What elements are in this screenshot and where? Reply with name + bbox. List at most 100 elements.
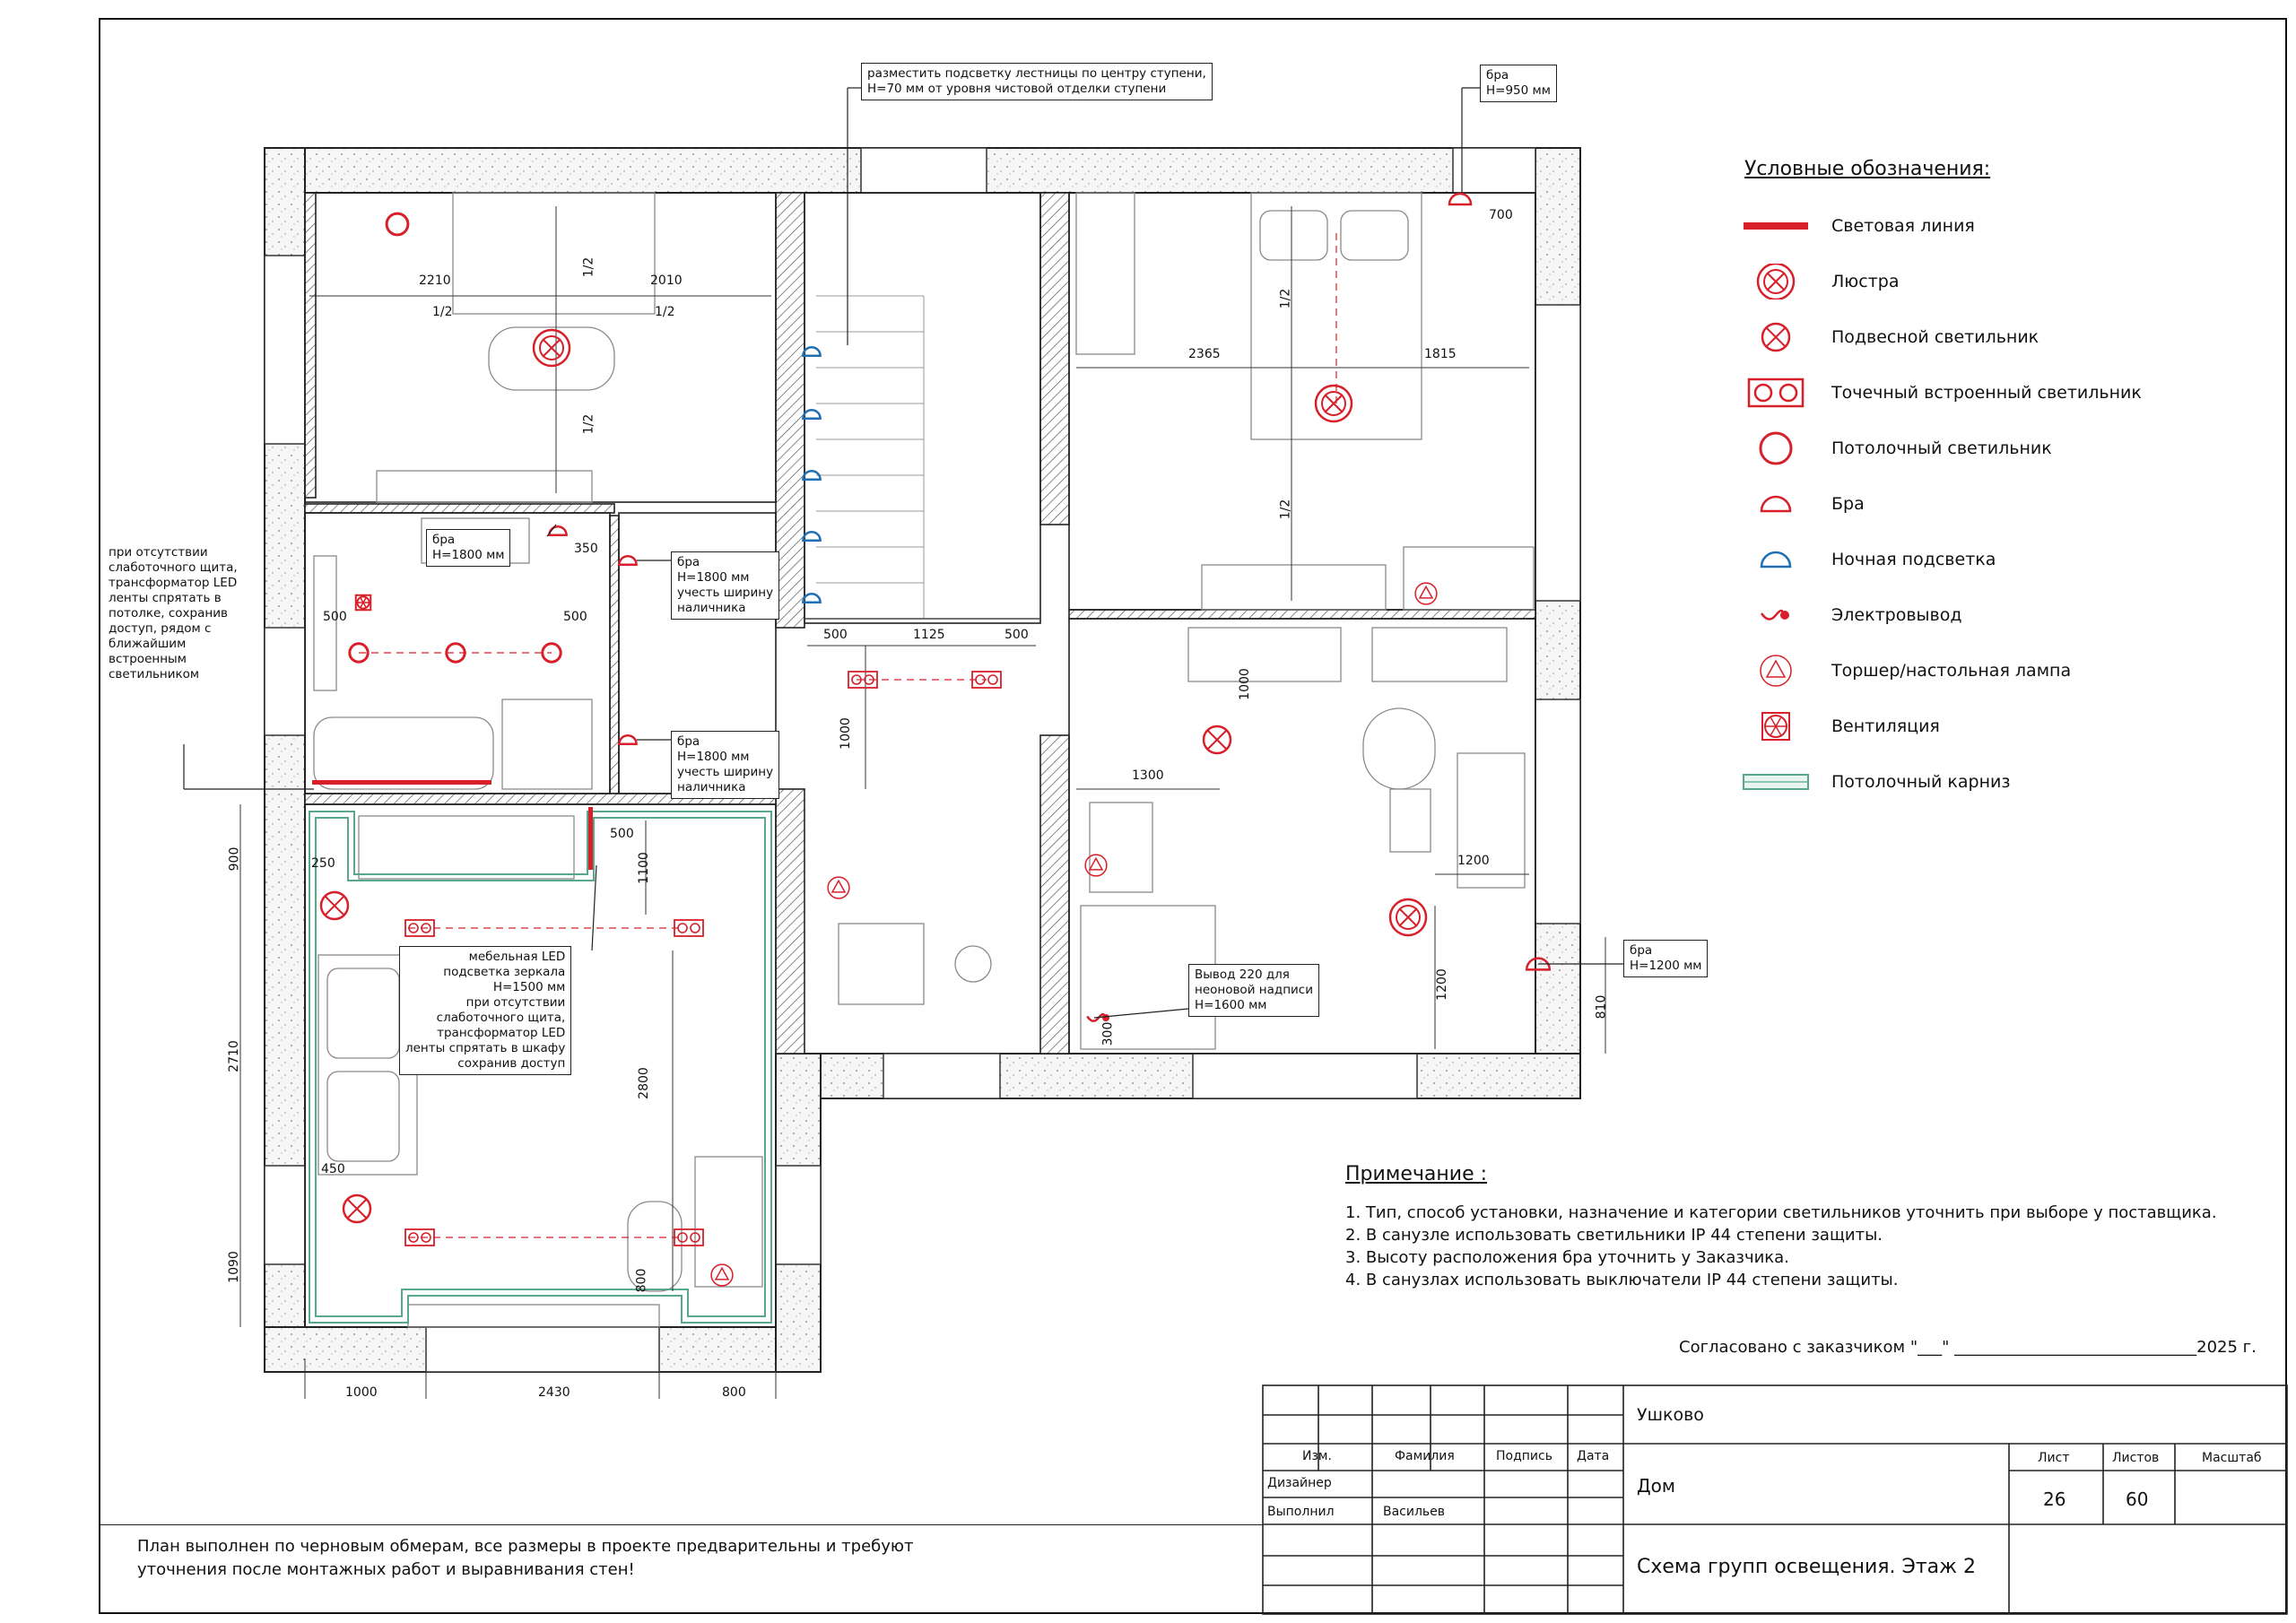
dim-500: 500 xyxy=(563,610,587,624)
chandelier-icon xyxy=(532,328,571,368)
note-item: 3. Высоту расположения бра уточнить у За… xyxy=(1345,1248,1789,1267)
legend-item: Бра xyxy=(1740,486,1865,522)
dim-500: 500 xyxy=(610,827,634,841)
tb-sheet: 26 xyxy=(2043,1488,2066,1510)
dim-700: 700 xyxy=(1489,208,1513,222)
wall-sconce-icon xyxy=(1760,495,1792,513)
agreement-line: Согласовано с заказчиком "___" _________… xyxy=(1679,1338,2257,1357)
recessed-spot-icon xyxy=(1747,378,1805,408)
sheet-frame xyxy=(99,18,2287,1614)
transformer-callout: при отсутствии слаботочного щита, трансф… xyxy=(103,542,243,685)
dim-1000: 1000 xyxy=(1237,668,1252,700)
legend-label: Потолочный светильник xyxy=(1831,438,2052,458)
light-line xyxy=(1744,222,1808,230)
notes-title: Примечание : xyxy=(1345,1163,1488,1185)
note-item: 4. В санузлах использовать выключатели I… xyxy=(1345,1271,1899,1289)
tb-drawing-title: Схема групп освещения. Этаж 2 xyxy=(1637,1556,1976,1578)
furniture xyxy=(313,192,1535,1328)
tb-designer-label: Дизайнер xyxy=(1267,1476,1332,1490)
legend-label: Ночная подсветка xyxy=(1831,550,1996,569)
ceiling-lamp-icon xyxy=(1759,431,1793,465)
dim-800: 800 xyxy=(722,1385,746,1400)
legend-item: Торшер/настольная лампа xyxy=(1740,653,2071,689)
legend-title: Условные обозначения: xyxy=(1744,158,1991,180)
dim-1300: 1300 xyxy=(1132,768,1164,783)
pendant-lamp-icon xyxy=(342,1193,372,1224)
dim-1125: 1125 xyxy=(913,628,945,642)
floor-lamp-icon xyxy=(1760,655,1792,687)
power-outlet-icon xyxy=(1760,609,1789,621)
recessed-spot-small xyxy=(674,919,704,937)
dim-half: 1/2 xyxy=(432,305,453,319)
night-light-icon xyxy=(802,345,822,358)
night-light-icon xyxy=(802,530,822,542)
floor-lamp-icon xyxy=(827,876,850,899)
ceiling-lamp-icon xyxy=(445,642,466,664)
dim-450: 450 xyxy=(321,1162,345,1176)
tb-location: Ушково xyxy=(1637,1405,1704,1425)
legend-label: Световая линия xyxy=(1831,216,1975,236)
ceiling-lamp-icon xyxy=(348,642,370,664)
mirror-led-callout: мебельная LED подсветка зеркала Н=1500 м… xyxy=(399,946,572,1075)
note-item: 2. В санузле использовать светильники IP… xyxy=(1345,1226,1883,1245)
footer-note: План выполнен по черновым обмерам, все р… xyxy=(137,1537,914,1579)
legend-item: Подвесной светильник xyxy=(1740,319,2039,355)
note-item: 1. Тип, способ установки, назначение и к… xyxy=(1345,1203,2217,1222)
dim-250: 250 xyxy=(311,856,335,871)
pendant-lamp-icon xyxy=(319,890,350,921)
wall-sconce-icon xyxy=(618,554,638,567)
dim-2210: 2210 xyxy=(419,273,451,288)
dim-1200: 1200 xyxy=(1434,968,1449,1001)
pendant-lamp-icon xyxy=(1202,725,1232,755)
dim-800: 800 xyxy=(634,1268,649,1293)
neon-output-callout: Вывод 220 для неоновой надписи Н=1600 мм xyxy=(1188,964,1319,1017)
light-fixtures xyxy=(312,192,1552,1287)
floor-lamp-icon xyxy=(710,1263,734,1287)
dim-1000: 1000 xyxy=(345,1385,378,1400)
tb-executed-label: Выполнил xyxy=(1267,1505,1335,1519)
switch-group-lines xyxy=(359,233,1337,1238)
legend-label: Электровывод xyxy=(1831,605,1962,625)
night-light-icon xyxy=(802,408,822,421)
footer-divider xyxy=(99,1524,1263,1525)
legend-label: Бра xyxy=(1831,494,1865,514)
dim-2800: 2800 xyxy=(636,1067,651,1099)
wall-sconce-icon xyxy=(1525,957,1552,971)
floor-lamp-icon xyxy=(1414,582,1438,605)
tb-sheet-label: Лист xyxy=(2038,1451,2070,1465)
legend-item: Потолочный светильник xyxy=(1740,430,2052,466)
tb-sheets-label: Листов xyxy=(2112,1451,2160,1465)
dim-half: 1/2 xyxy=(581,256,596,278)
ceiling-lamp-icon xyxy=(541,642,562,664)
bra-1800-door-callout: бра Н=1800 мм учесть ширину наличника xyxy=(671,551,780,620)
tb-sheets: 60 xyxy=(2126,1488,2149,1510)
ceiling-cornice-icon xyxy=(1743,774,1809,790)
legend-label: Торшер/настольная лампа xyxy=(1831,661,2072,681)
light-line xyxy=(312,780,593,870)
legend-item: Световая линия xyxy=(1740,208,1975,244)
legend-item: Ночная подсветка xyxy=(1740,542,1996,577)
dim-1000: 1000 xyxy=(838,717,853,750)
bra-1800-door-callout: бра Н=1800 мм учесть ширину наличника xyxy=(671,731,780,799)
floor-lamp-icon xyxy=(1084,854,1108,877)
dim-half: 1/2 xyxy=(1278,288,1293,309)
legend-label: Точечный встроенный светильник xyxy=(1831,383,2142,403)
dim-1200: 1200 xyxy=(1457,854,1490,868)
chandelier-icon xyxy=(1388,898,1428,937)
pendant-lamp-icon xyxy=(1761,322,1791,352)
legend-item: Электровывод xyxy=(1740,597,1962,633)
room-outlines xyxy=(304,192,1536,1328)
ventilation-icon xyxy=(354,594,372,612)
dim-2710: 2710 xyxy=(226,1040,241,1072)
dim-810: 810 xyxy=(1594,994,1609,1020)
dim-1815: 1815 xyxy=(1424,347,1457,361)
dim-2010: 2010 xyxy=(650,273,683,288)
recessed-spot-small xyxy=(971,671,1002,689)
dim-1100: 1100 xyxy=(636,852,651,884)
dim-350: 350 xyxy=(574,542,598,556)
dim-half: 1/2 xyxy=(1278,499,1293,520)
recessed-spot-small xyxy=(404,919,435,937)
legend-item: Потолочный карниз xyxy=(1740,764,2010,800)
dim-300: 300 xyxy=(1100,1021,1116,1046)
